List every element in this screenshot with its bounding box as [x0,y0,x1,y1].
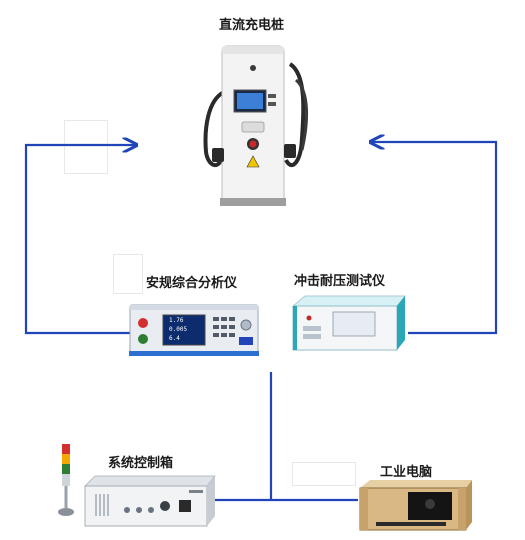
industrial-pc-label: 工业电脑 [380,465,433,480]
safety-analyzer-icon[interactable]: 1.76 0.005 6.4 [129,303,261,358]
surge-tester-label: 冲击耐压测试仪 [294,274,386,289]
analyzer-screen-value-2: 0.005 [169,326,188,333]
placeholder-box-left [64,120,108,174]
charger-label: 直流充电桩 [219,18,285,33]
wire-surge-to-charger [372,142,498,335]
tower-light-icon [58,444,74,516]
surge-tester-icon[interactable] [289,294,409,354]
wire-analyzer-to-charger [24,145,135,335]
industrial-pc-icon[interactable] [356,478,476,534]
safety-analyzer-label: 安规综合分析仪 [146,276,238,291]
dc-charging-pile-icon[interactable] [198,40,310,212]
control-box-icon[interactable] [83,474,219,530]
control-box-label: 系统控制箱 [108,456,174,471]
analyzer-screen-value-1: 1.76 [169,317,184,324]
placeholder-box-analyzer [113,254,143,294]
analyzer-screen-value-3: 6.4 [169,335,180,342]
placeholder-box-pc [292,462,356,486]
